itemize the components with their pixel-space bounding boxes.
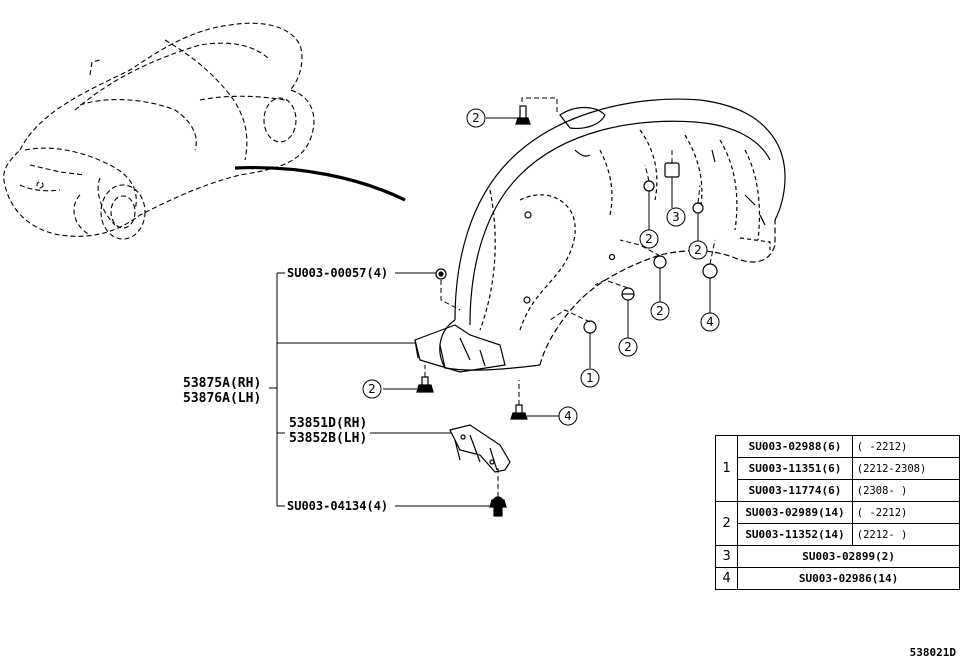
legend-key-3: 3 [714, 545, 739, 568]
callout-2-mid: 2 [624, 340, 632, 354]
legend-part: SU003-02988(6) [737, 435, 853, 458]
label-clip-top: SU003-00057(4) [287, 266, 388, 280]
callout-4-right: 4 [706, 315, 714, 329]
callout-2-left: 2 [368, 382, 376, 396]
car-illustration [3, 22, 315, 240]
legend-row: 1 SU003-02988(6) ( -2212) [714, 435, 960, 502]
bracket [449, 424, 511, 473]
leader-dashes [424, 97, 716, 497]
legend-part: SU003-11352(14) [737, 523, 853, 546]
legend-row: SU003-11352(14) (2212- ) [716, 523, 960, 546]
legend-key-1: 1 [714, 435, 739, 502]
callout-4-lower: 4 [564, 409, 572, 423]
legend-range: (2212-2308) [851, 457, 960, 480]
callout-numbers: 2 2 4 1 2 2 2 3 2 4 [368, 111, 714, 423]
legend-range: ( -2212) [851, 501, 960, 524]
label-bracket-lh: 53852B(LH) [289, 431, 367, 446]
fender-liner [414, 98, 786, 373]
legend-part: SU003-02899(2) [737, 545, 960, 568]
callout-2-upper: 2 [645, 232, 653, 246]
legend-part: SU003-02989(14) [737, 501, 853, 524]
label-leaders [269, 272, 490, 507]
legend-part: SU003-11351(6) [737, 457, 853, 480]
legend-range: (2212- ) [851, 523, 960, 546]
legend-row: 4 SU003-02986(14) [714, 567, 960, 590]
car-leader-line [234, 165, 406, 202]
callout-leaders [383, 117, 711, 417]
callout-3: 3 [672, 210, 680, 224]
legend-row: SU003-11774(6) (2308- ) [716, 479, 960, 502]
diagram-ref-code: 538021D [909, 646, 956, 659]
legend-range: ( -2212) [851, 435, 960, 458]
label-liner-rh: 53875A(RH) [183, 376, 261, 391]
legend-part: SU003-02986(14) [737, 567, 960, 590]
callout-2-top: 2 [472, 111, 480, 125]
callout-1: 1 [586, 371, 594, 385]
label-liner-lh: 53876A(LH) [183, 391, 261, 406]
legend-key-4: 4 [714, 567, 739, 590]
legend-row: 2 SU003-02989(14) ( -2212) [714, 501, 960, 546]
callout-2-right: 2 [694, 243, 702, 257]
legend-range: (2308- ) [851, 479, 960, 502]
callout-2-mid-right: 2 [656, 304, 664, 318]
label-clip-bottom: SU003-04134(4) [287, 499, 388, 513]
label-bracket-rh: 53851D(RH) [289, 416, 367, 431]
legend-part: SU003-11774(6) [737, 479, 853, 502]
legend-row: 3 SU003-02899(2) [714, 545, 960, 568]
fastener-legend-table: 1 SU003-02988(6) ( -2212) SU003-11351(6)… [714, 435, 960, 590]
fastener-clips [416, 105, 718, 517]
legend-row: SU003-11351(6) (2212-2308) [716, 457, 960, 480]
legend-key-2: 2 [714, 501, 739, 546]
callout-circles [362, 108, 720, 426]
